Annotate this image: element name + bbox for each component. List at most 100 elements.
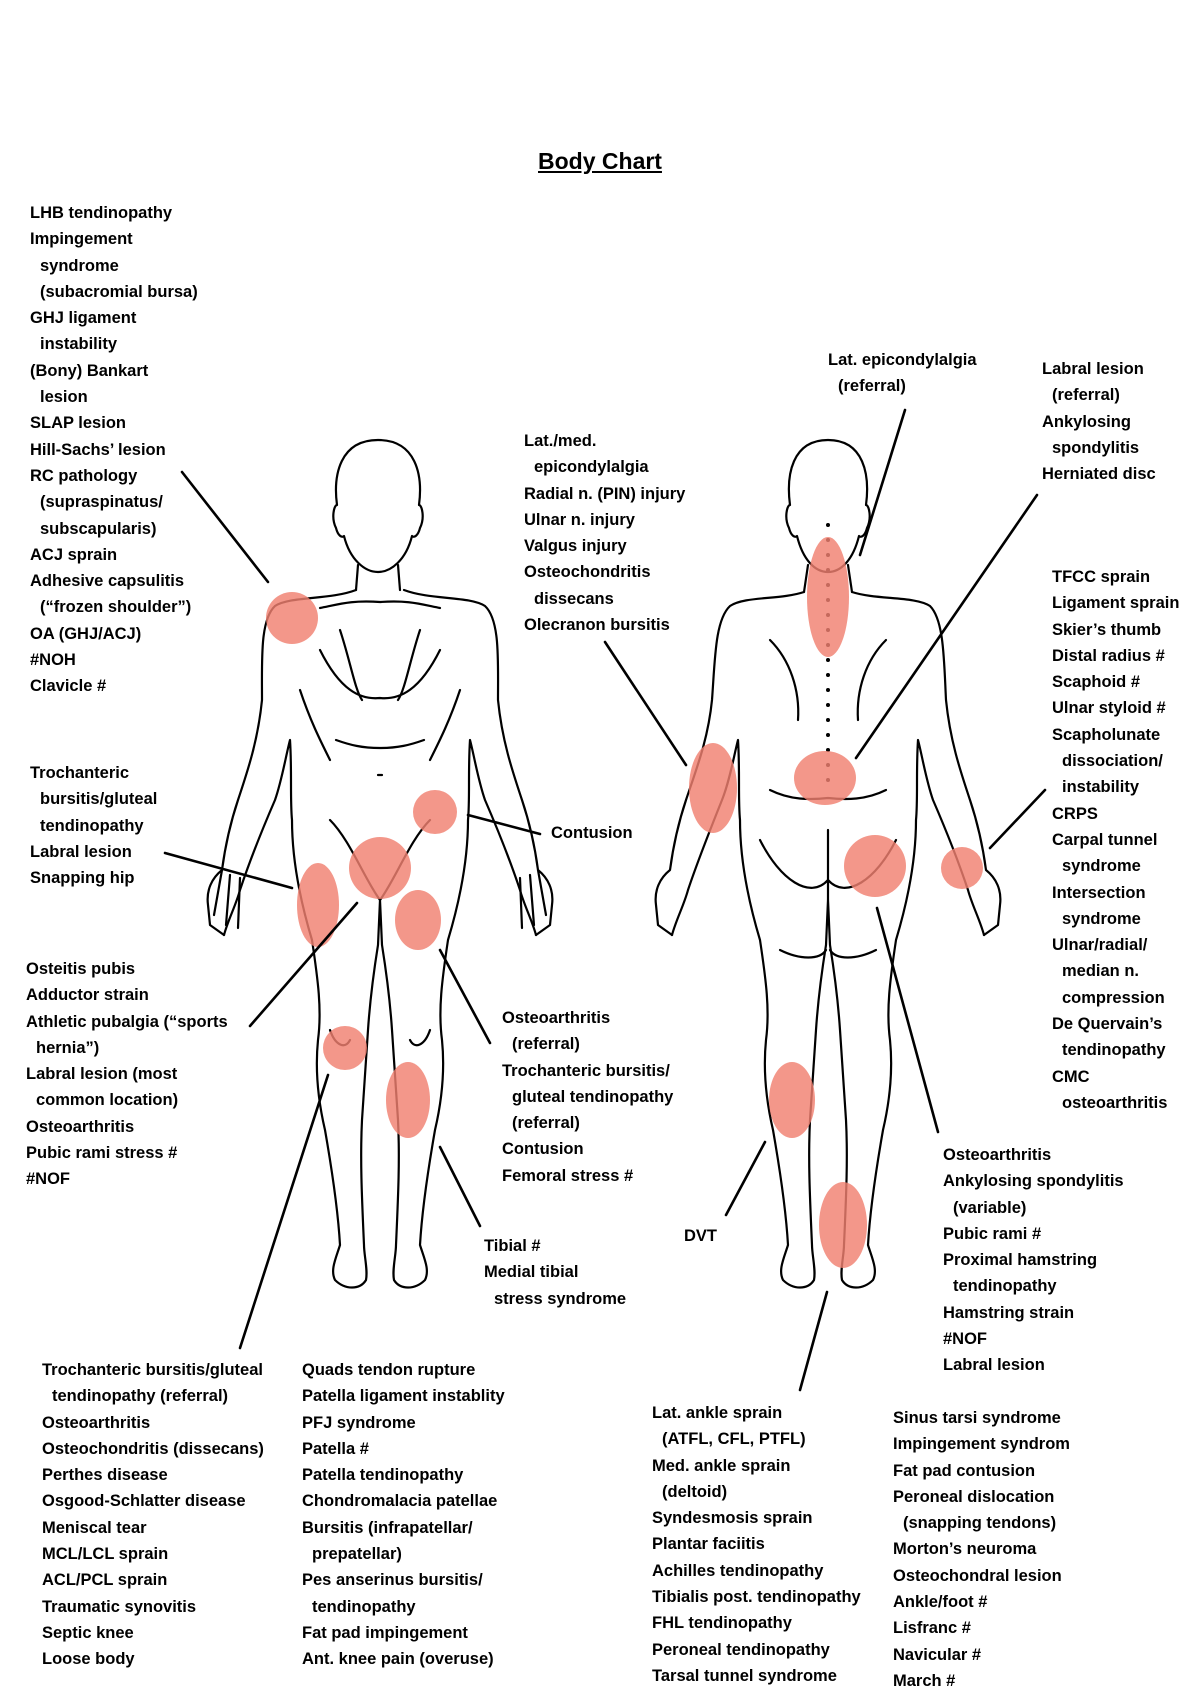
- condition-label: Ankylosing: [1042, 412, 1131, 431]
- condition-label: Labral lesion: [30, 842, 132, 861]
- condition-label: Scaphoid #: [1052, 673, 1141, 692]
- condition-label: Contusion: [502, 1140, 584, 1159]
- condition-label: Fat pad contusion: [893, 1461, 1036, 1480]
- condition-label: prepatellar): [312, 1545, 402, 1564]
- condition-label: Patella ligament instablity: [302, 1387, 505, 1406]
- condition-label: stress syndrome: [494, 1289, 627, 1308]
- shin-conditions-list: Tibial # Medial tibial stress syndrome: [484, 1233, 626, 1312]
- dvt-label: DVT: [684, 1223, 717, 1249]
- condition-label: Adductor strain: [26, 986, 149, 1005]
- condition-label: Osteochondral lesion: [893, 1566, 1062, 1585]
- condition-label: Lat. epicondylalgia: [828, 351, 977, 369]
- lat-epicondylalgia-list: Lat. epicondylalgia (referral): [828, 347, 977, 400]
- condition-label: (snapping tendons): [903, 1514, 1057, 1533]
- condition-label: Achilles tendinopathy: [652, 1561, 824, 1580]
- condition-label: Labral lesion (most: [26, 1065, 178, 1084]
- pain-highlights: [266, 537, 983, 1268]
- condition-label: subscapularis): [40, 519, 157, 538]
- highlight-lateral-hip: [297, 863, 339, 947]
- condition-label: Proximal hamstring: [943, 1251, 1098, 1270]
- condition-label: bursitis/gluteal: [40, 790, 158, 809]
- condition-label: FHL tendinopathy: [652, 1614, 792, 1633]
- condition-label: median n.: [1062, 962, 1140, 981]
- condition-label: Valgus injury: [524, 537, 627, 556]
- condition-label: Olecranon bursitis: [524, 616, 670, 635]
- condition-label: LHB tendinopathy: [30, 204, 173, 222]
- condition-label: Pubic rami stress #: [26, 1144, 178, 1163]
- condition-label: (referral): [512, 1114, 580, 1133]
- condition-label: PFJ syndrome: [302, 1413, 416, 1432]
- condition-label: March #: [893, 1671, 956, 1690]
- condition-label: Chondromalacia patellae: [302, 1492, 498, 1511]
- condition-label: (Bony) Bankart: [30, 361, 149, 380]
- condition-label: Radial n. (PIN) injury: [524, 484, 686, 503]
- condition-label: Intersection: [1052, 883, 1146, 902]
- condition-label: Peroneal tendinopathy: [652, 1640, 830, 1659]
- condition-label: instability: [1062, 778, 1140, 797]
- condition-label: syndrome: [1062, 857, 1141, 876]
- condition-label: Ulnar/radial/: [1052, 936, 1148, 955]
- condition-label: MCL/LCL sprain: [42, 1545, 169, 1564]
- condition-label: Hamstring strain: [943, 1303, 1075, 1322]
- condition-label: (referral): [512, 1035, 580, 1054]
- lateral-hip-conditions-list: Trochanteric bursitis/gluteal tendinopathy…: [30, 760, 157, 891]
- leader-lines: [163, 408, 1047, 1392]
- condition-label: ACL/PCL sprain: [42, 1571, 168, 1590]
- condition-label: Meniscal tear: [42, 1518, 147, 1537]
- condition-label: hernia”): [36, 1038, 100, 1057]
- condition-label: Fat pad impingement: [302, 1623, 468, 1642]
- condition-label: Pubic rami #: [943, 1224, 1042, 1243]
- condition-label: Ulnar n. injury: [524, 510, 635, 529]
- condition-label: Trochanteric bursitis/gluteal: [42, 1361, 263, 1379]
- condition-label: Lat./med.: [524, 432, 597, 450]
- condition-label: Snapping hip: [30, 869, 135, 888]
- condition-label: CMC: [1052, 1067, 1090, 1086]
- condition-label: Trochanteric: [30, 764, 130, 782]
- condition-label: (referral): [1052, 386, 1120, 405]
- condition-label: #NOH: [30, 651, 76, 670]
- condition-label: syndrome: [40, 256, 119, 275]
- highlight-calf: [769, 1062, 815, 1138]
- condition-label: Impingement: [30, 230, 133, 249]
- highlight-shoulder: [266, 592, 318, 644]
- condition-label: Skier’s thumb: [1052, 620, 1162, 639]
- highlight-cervical-spine: [807, 537, 849, 657]
- highlight-knee-front: [323, 1026, 367, 1070]
- condition-label: Syndesmosis sprain: [652, 1509, 813, 1528]
- condition-label: TFCC sprain: [1052, 568, 1151, 586]
- condition-label: Tibial #: [484, 1237, 541, 1255]
- condition-label: Athletic pubalgia (“sports: [26, 1012, 228, 1031]
- condition-label: Lisfranc #: [893, 1619, 971, 1638]
- condition-label: common location): [36, 1091, 179, 1110]
- condition-label: SLAP lesion: [30, 414, 126, 433]
- condition-label: Impingement syndrom: [893, 1435, 1070, 1454]
- ankle-conditions-column-1: Lat. ankle sprain(ATFL, CFL, PTFL)Med. a…: [652, 1400, 861, 1689]
- condition-label: Ulnar styloid #: [1052, 699, 1166, 718]
- condition-label: #NOF: [943, 1330, 988, 1349]
- highlight-abdomen: [413, 790, 457, 834]
- condition-label: gluteal tendinopathy: [512, 1087, 674, 1106]
- condition-label: Ankylosing spondylitis: [943, 1172, 1124, 1191]
- condition-label: spondylitis: [1052, 438, 1140, 457]
- condition-label: (referral): [838, 377, 906, 396]
- highlight-wrist: [941, 847, 983, 889]
- condition-label: Medial tibial: [484, 1263, 579, 1282]
- condition-label: Patella tendinopathy: [302, 1466, 464, 1485]
- condition-label: Septic knee: [42, 1623, 134, 1642]
- condition-label: Labral lesion: [943, 1356, 1045, 1375]
- contusion-label: Contusion: [551, 820, 633, 846]
- condition-label: Osteoarthritis: [26, 1117, 135, 1136]
- condition-label: Ankle/foot #: [893, 1593, 988, 1612]
- condition-label: Sinus tarsi syndrome: [893, 1409, 1061, 1427]
- condition-label: Osteoarthritis: [502, 1009, 611, 1027]
- condition-label: tendinopathy: [40, 816, 144, 835]
- condition-label: osteoarthritis: [1062, 1093, 1168, 1112]
- condition-label: Bursitis (infrapatellar/: [302, 1518, 473, 1537]
